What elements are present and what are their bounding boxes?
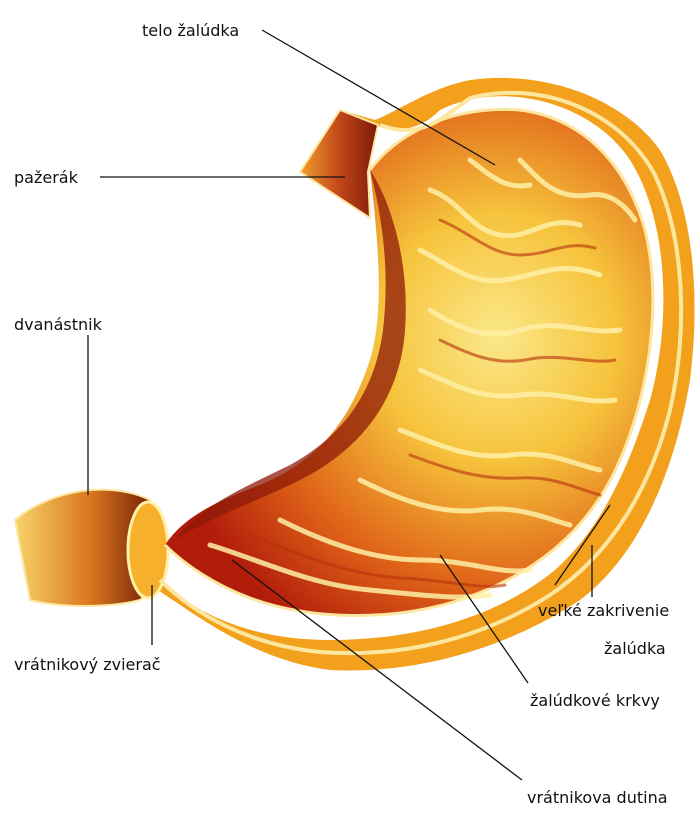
label-velke-zakrivenie-1: veľké zakrivenie <box>538 601 669 620</box>
curvature-marker <box>554 504 611 586</box>
esophagus <box>298 108 380 220</box>
wall-rim-outer <box>158 90 684 656</box>
leader-lines <box>87 29 611 781</box>
lesser-curvature-shadow <box>175 170 406 540</box>
gastric-folds <box>207 157 638 600</box>
label-dvanastnik: dvanástnik <box>14 315 103 334</box>
labels: telo žalúdka pažerák dvanástnik vrátniko… <box>14 21 669 807</box>
stomach-lumen <box>165 109 653 616</box>
leader-krkvy <box>439 554 529 684</box>
stomach-illustration <box>13 77 695 671</box>
label-krkvy: žalúdkové krkvy <box>530 691 660 710</box>
leader-vrat-dutina <box>231 559 523 781</box>
label-vrat-dutina: vrátnikova dutina <box>527 788 668 807</box>
label-vrat-zvierac: vrátnikový zvierač <box>14 655 161 674</box>
label-pazerak: pažerák <box>14 168 79 187</box>
label-telo-zaludka: telo žalúdka <box>142 21 239 40</box>
leader-telo-zaludka <box>261 29 496 166</box>
gastric-fold-shadows <box>248 218 617 588</box>
wall-rim-inner <box>163 107 655 618</box>
label-velke-zakrivenie-2: žalúdka <box>604 639 666 658</box>
